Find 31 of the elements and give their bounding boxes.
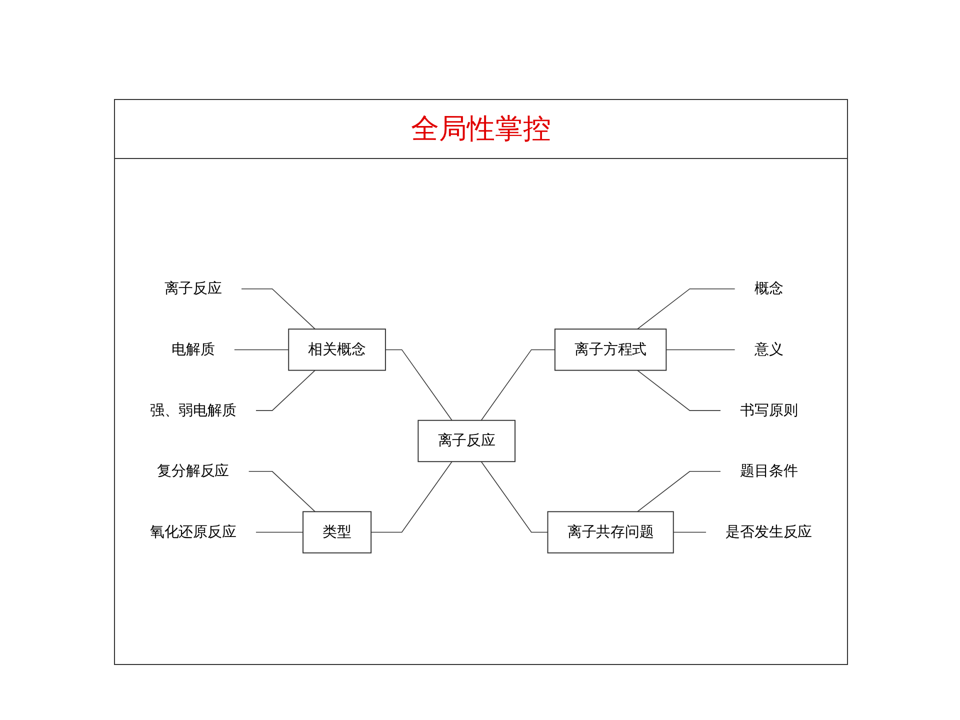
connector — [256, 532, 304, 534]
connector — [673, 532, 706, 534]
node-text: 电解质 — [171, 342, 215, 358]
node-text: 氧化还原反应 — [150, 524, 236, 541]
node-box — [288, 329, 386, 372]
connector — [248, 471, 316, 512]
node-text: 复分解反应 — [157, 464, 230, 480]
title: 全局性掌控 — [411, 111, 551, 147]
node-text: 题目条件 — [740, 464, 798, 480]
node-box — [554, 329, 667, 372]
connector — [666, 350, 736, 351]
connector — [370, 462, 452, 534]
connector — [637, 370, 721, 412]
connector — [637, 471, 721, 512]
frame-border: 全局性掌控 离子反应 相关概念 离子方程式 类型 离子共存问题 离子反应 电解质 强、弱电解质 概念 意义 书写原则 复分解反应 氧化还原反应 题目条件 是否发生反应 — [114, 99, 848, 665]
node-text: 强、弱电解质 — [150, 402, 236, 420]
node-text: 概念 — [754, 281, 784, 298]
connector — [480, 350, 556, 422]
connector — [256, 370, 316, 412]
node-text: 意义 — [754, 342, 784, 358]
node-text: 离子反应 — [164, 281, 222, 298]
connector — [385, 350, 452, 422]
node-box — [547, 512, 674, 554]
connector — [241, 288, 316, 330]
connector — [480, 462, 548, 534]
connector — [234, 350, 289, 351]
connector — [637, 288, 736, 330]
node-text: 是否发生反应 — [726, 524, 812, 541]
node-box — [418, 420, 516, 463]
node-box — [302, 512, 372, 554]
node-text: 书写原则 — [740, 402, 798, 420]
